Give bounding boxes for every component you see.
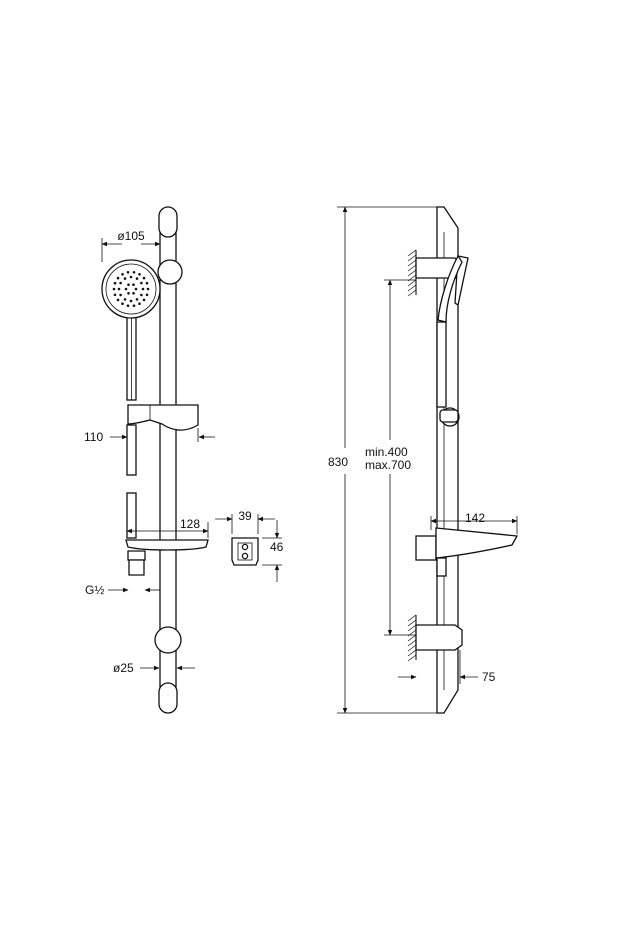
nozzle-dot — [129, 275, 133, 279]
nozzle-dot — [119, 293, 122, 297]
side-handle — [436, 321, 447, 408]
nozzle-dot — [146, 287, 150, 291]
hatch-line — [407, 249, 417, 257]
shower-head — [101, 259, 161, 319]
nozzle-dot — [123, 298, 127, 301]
nozzle-dot — [127, 292, 130, 295]
hatch-line — [407, 649, 417, 657]
nozzle-dot — [129, 299, 133, 303]
thread-size-label: G½ — [85, 583, 104, 597]
side-lower-bracket — [415, 624, 463, 651]
hatch-line — [407, 254, 417, 262]
clip-width-label: 39 — [238, 509, 252, 523]
hatch-line — [407, 274, 417, 282]
side-soap-dish — [415, 527, 519, 577]
wall-hatch-top — [407, 249, 417, 297]
nozzle-dot — [132, 292, 135, 295]
nozzle-dot — [138, 273, 141, 276]
nozzle-dot — [124, 287, 128, 291]
nozzle-dot — [142, 276, 146, 280]
hatch-line — [407, 284, 417, 292]
lower-hose-segment — [126, 424, 137, 476]
soap-dish — [125, 492, 209, 576]
nozzle-dot — [117, 287, 121, 291]
nozzle-dot — [134, 287, 138, 291]
hatch-line — [407, 259, 417, 267]
hatch-line — [407, 639, 417, 647]
upper-wall-bracket — [157, 259, 183, 285]
clip-height-label: 46 — [270, 540, 284, 554]
nozzle-dot — [135, 277, 139, 280]
nozzle-dot — [121, 273, 124, 276]
nozzle-dot — [132, 283, 135, 287]
slider-holder — [127, 404, 199, 431]
shower-handle — [126, 304, 137, 401]
shower-nozzles — [112, 271, 150, 308]
rail-diameter-label: ø25 — [113, 661, 134, 675]
nozzle-dot — [142, 298, 146, 302]
slide-rail — [154, 206, 182, 714]
hatch-line — [407, 264, 417, 272]
nozzle-dot — [140, 281, 143, 285]
front-view: ø105 110 128 G½ ø25 — [84, 206, 284, 714]
nozzle-dot — [132, 304, 136, 308]
nozzle-dot — [119, 281, 122, 285]
wall-hatch-bottom — [407, 614, 417, 662]
nozzle-dot — [113, 281, 117, 285]
nozzle-dot — [140, 293, 143, 297]
nozzle-dot — [126, 271, 130, 274]
hatch-line — [407, 644, 417, 652]
max-spacing-label: max.700 — [365, 458, 411, 472]
side-shower-head — [437, 254, 469, 323]
nozzle-dot — [145, 281, 149, 285]
soap-dish-depth-label: 142 — [465, 511, 485, 525]
total-height-label: 830 — [328, 455, 348, 469]
nozzle-dot — [135, 298, 139, 301]
hatch-line — [407, 629, 417, 637]
hatch-line — [407, 654, 417, 662]
head-diameter-label: ø105 — [117, 229, 145, 243]
hatch-line — [407, 634, 417, 642]
nozzle-dot — [141, 287, 145, 291]
nozzle-dot — [145, 293, 149, 297]
nozzle-dot — [138, 302, 141, 306]
bracket-depth-label: 110 — [84, 430, 103, 444]
hatch-line — [407, 279, 417, 287]
nozzle-dot — [112, 287, 116, 291]
side-slider-clamp — [439, 407, 460, 427]
nozzle-dot — [121, 302, 124, 306]
nozzle-dot — [116, 298, 120, 302]
nozzle-dot — [132, 271, 136, 274]
wall-bracket-depth-label: 75 — [482, 670, 496, 684]
nozzle-dot — [116, 276, 120, 280]
hatch-line — [407, 624, 417, 632]
hatch-line — [407, 614, 417, 622]
nozzle-dot — [127, 283, 130, 287]
wall-clip — [231, 537, 259, 566]
nozzle-dot — [126, 304, 130, 308]
min-spacing-label: min.400 — [365, 445, 408, 459]
soap-dish-width-label: 128 — [180, 517, 200, 531]
nozzle-dot — [123, 277, 127, 280]
side-view: 830 min.400 max.700 — [328, 206, 519, 714]
hatch-line — [407, 619, 417, 627]
hatch-line — [407, 269, 417, 277]
nozzle-dot — [113, 293, 117, 297]
hatch-line — [407, 289, 417, 297]
